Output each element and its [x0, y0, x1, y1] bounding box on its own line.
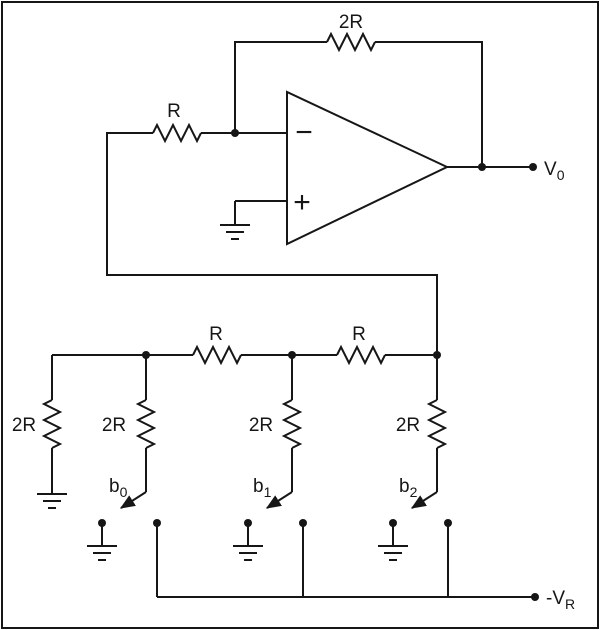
ladder-resistor-1-zigzag: [192, 344, 242, 366]
opamp: [220, 90, 533, 246]
terminator-2r-zigzag: [41, 399, 63, 449]
input-loop-wire: [106, 132, 438, 355]
terminator-branch: [37, 355, 67, 509]
bit2-branch: [378, 355, 449, 597]
feedback-resistor-zigzag: [326, 31, 376, 53]
feedback-resistor-label: 2R: [339, 12, 363, 33]
feedback-wire-left: [234, 41, 327, 133]
bit2-switch-label: b2: [399, 476, 418, 500]
input-branch: [106, 122, 438, 355]
junction-dot: [478, 163, 486, 171]
vref-label: -VR: [546, 588, 575, 612]
bit0-switch-label: b0: [109, 476, 128, 500]
bit1-2r-label: 2R: [249, 415, 273, 436]
bit1-vref-contact-dot: [299, 519, 307, 527]
ground-icon: [37, 493, 67, 509]
bit0-2r-label: 2R: [102, 415, 126, 436]
bit2-ground-contact-dot: [389, 519, 397, 527]
bit1-branch: [233, 355, 304, 597]
ground-icon: [378, 545, 408, 561]
ground-icon: [233, 545, 263, 561]
bit0-ground-contact-dot: [98, 519, 106, 527]
output-label: V0: [544, 159, 565, 183]
bit1-switch-label: b1: [253, 476, 272, 500]
bit1-switch-arm: [265, 491, 293, 509]
opamp-triangle: [286, 90, 450, 246]
bit2-2r-label: 2R: [396, 415, 420, 436]
junction-dot: [288, 351, 296, 359]
bit2-2r-zigzag: [426, 399, 448, 449]
output-terminal-dot: [529, 163, 537, 171]
bit1-2r-zigzag: [281, 399, 303, 449]
terminator-2r-label: 2R: [12, 415, 36, 436]
bit0-vref-contact-dot: [153, 519, 161, 527]
bit0-branch: [87, 355, 158, 597]
ladder-rail: [52, 344, 437, 366]
bit2-switch-arm: [410, 491, 438, 509]
opamp-inverting-symbol: −: [295, 116, 313, 149]
bit0-switch-arm: [119, 491, 147, 509]
opamp-noninverting-symbol: +: [293, 186, 311, 219]
bit2-vref-contact-dot: [444, 519, 452, 527]
junction-dots: [98, 129, 539, 601]
bit0-2r-zigzag: [135, 399, 157, 449]
vref-terminal-dot: [531, 593, 539, 601]
ladder-resistor-2-label: R: [352, 324, 366, 345]
ground-icon: [87, 545, 117, 561]
ladder-resistor-2-zigzag: [336, 344, 386, 366]
bit1-ground-contact-dot: [244, 519, 252, 527]
junction-dot: [142, 351, 150, 359]
ladder-resistor-1-label: R: [209, 324, 223, 345]
input-resistor-label: R: [167, 101, 181, 122]
junction-dot: [433, 351, 441, 359]
feedback-branch: [234, 31, 483, 167]
input-resistor-zigzag: [152, 122, 202, 144]
feedback-wire-right: [375, 41, 483, 167]
ground-icon: [220, 224, 250, 240]
junction-dot: [231, 129, 239, 137]
